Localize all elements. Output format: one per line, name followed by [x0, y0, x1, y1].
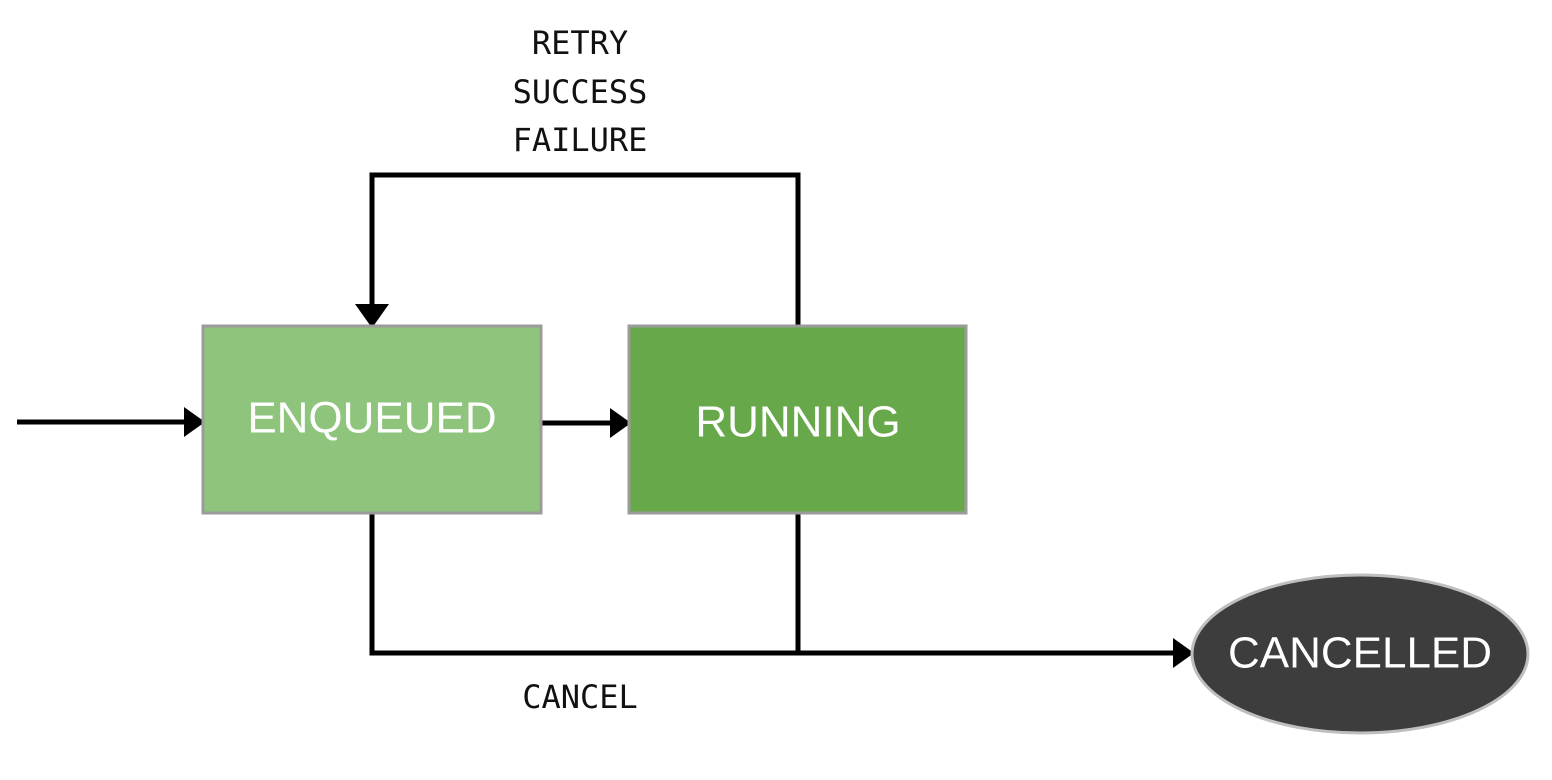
edge-label-failure: FAILURE — [513, 121, 648, 159]
edge-cancel-line — [369, 513, 1173, 656]
edge-running-to-enqueued — [355, 172, 801, 328]
edge-entry-to-enqueued — [17, 407, 205, 437]
state-enqueued-label: ENQUEUED — [247, 394, 496, 443]
state-running-shape[interactable] — [627, 324, 968, 515]
edge-cancel-arrowhead — [1173, 638, 1194, 668]
state-running-label: RUNNING — [695, 398, 900, 447]
edge-label-success: SUCCESS — [513, 73, 648, 111]
state-node-running[interactable]: RUNNING — [627, 324, 968, 515]
edge-running-enqueued-line — [369, 172, 801, 326]
edge-enqueued-to-running — [541, 408, 631, 438]
edge-entry-arrowhead — [184, 407, 205, 437]
edge-to-cancelled — [369, 513, 1194, 668]
state-cancelled-label: CANCELLED — [1228, 629, 1492, 678]
edge-running-enqueued-arrowhead — [355, 304, 389, 328]
edge-label-retry: RETRY — [532, 24, 628, 62]
state-cancelled-shape[interactable] — [1190, 573, 1530, 735]
state-enqueued-shape[interactable] — [201, 324, 543, 515]
edge-enqueued-running-arrowhead — [610, 408, 631, 438]
state-node-cancelled[interactable]: CANCELLED — [1190, 573, 1530, 735]
edge-label-cancel: CANCEL — [522, 678, 638, 716]
state-node-enqueued[interactable]: ENQUEUED — [201, 324, 543, 515]
